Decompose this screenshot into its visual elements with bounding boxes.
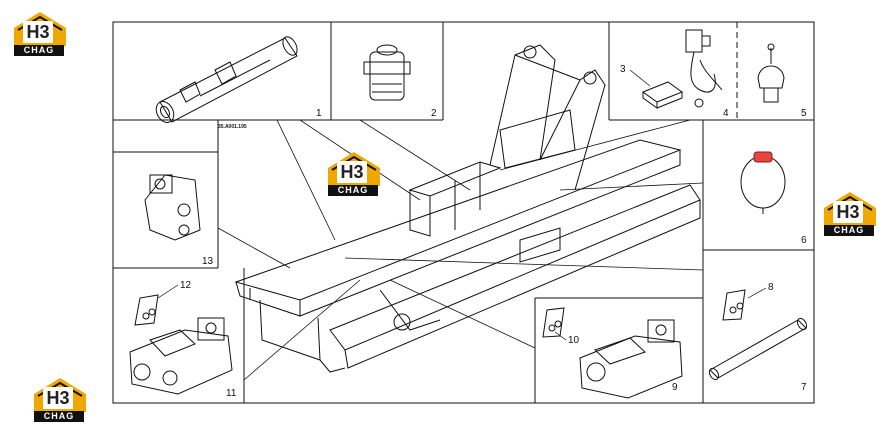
logo-caption: CHAG [824, 225, 874, 236]
logo-mark: H3 [23, 21, 53, 43]
sensor-part [641, 81, 684, 109]
callout-1: 1 [316, 108, 322, 119]
sphere-accumulator-part [740, 151, 786, 214]
drawing-code: 35.A001.195 [218, 124, 247, 130]
logo-caption: CHAG [328, 185, 378, 196]
callout-12: 12 [180, 280, 192, 291]
cylinder-tube-part [155, 36, 298, 123]
callout-numbers: 1 2 3 4 5 6 7 8 9 10 11 12 13 [180, 64, 807, 399]
callout-9: 9 [672, 382, 678, 393]
logo-caption: CHAG [14, 45, 64, 56]
callout-6: 6 [801, 235, 807, 246]
logo-mark: H3 [337, 161, 367, 183]
bracket-part [542, 307, 565, 338]
callout-5: 5 [801, 108, 807, 119]
logo-caption: CHAG [34, 411, 84, 422]
callout-13: 13 [202, 256, 214, 267]
pump-part [129, 317, 233, 395]
cable-part [685, 29, 723, 108]
diagram-frame [112, 21, 815, 404]
brand-logo: H3 CHAG [12, 10, 68, 56]
callout-3: 3 [620, 64, 626, 75]
callout-8: 8 [768, 282, 774, 293]
logo-mark: H3 [833, 201, 863, 223]
brand-logo: H3 CHAG [822, 190, 878, 236]
bracket-part [722, 289, 746, 321]
check-valve-part [144, 174, 201, 241]
logo-mark: H3 [43, 387, 73, 409]
brand-logo: H3 CHAG [326, 150, 382, 196]
callout-7: 7 [801, 382, 807, 393]
bracket-part [134, 294, 159, 326]
rod-part [708, 317, 808, 381]
callout-2: 2 [431, 108, 437, 119]
callout-4: 4 [723, 108, 729, 119]
callout-10: 10 [568, 335, 580, 346]
callout-11: 11 [226, 388, 237, 399]
main-frame [234, 44, 701, 373]
pump-part [579, 319, 683, 399]
callout-leaders [157, 69, 767, 341]
brand-logo: H3 CHAG [32, 376, 88, 422]
accumulator-part [757, 43, 785, 103]
valve-part [363, 44, 411, 101]
leader-lines [217, 119, 704, 381]
